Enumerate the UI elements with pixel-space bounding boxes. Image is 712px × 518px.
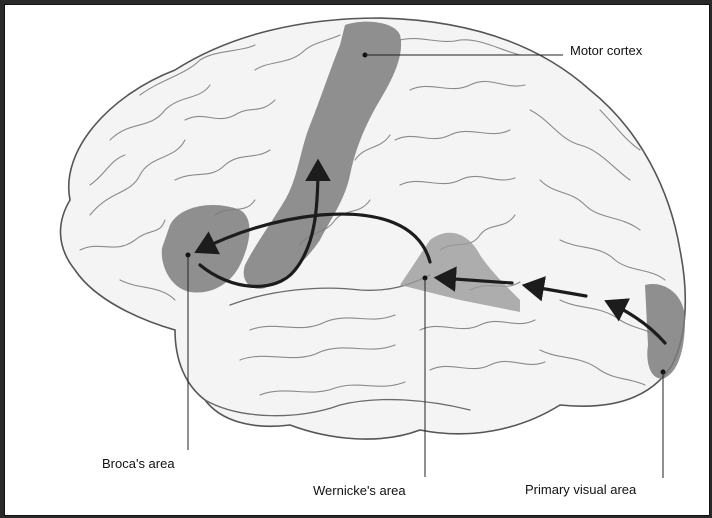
arrow-angular-to-wernicke-1: [521, 276, 588, 302]
arrow-visual-to-angular: [604, 298, 667, 345]
label-motor-cortex: Motor cortex: [570, 43, 643, 58]
label-broca: Broca's area: [102, 456, 175, 471]
gyri-texture: [79, 34, 666, 396]
visual-region: [645, 284, 685, 379]
arrow-wernicke-to-broca: [194, 212, 432, 264]
leader-lines: [187, 54, 664, 478]
pathway-arrows: [194, 158, 667, 345]
wernicke-region: [400, 232, 520, 312]
arrow-angular-to-wernicke-2: [433, 266, 514, 292]
label-wernicke: Wernicke's area: [313, 483, 406, 498]
label-visual: Primary visual area: [525, 482, 637, 497]
arrow-broca-to-motor: [198, 158, 331, 289]
brain-outline: [59, 17, 687, 440]
